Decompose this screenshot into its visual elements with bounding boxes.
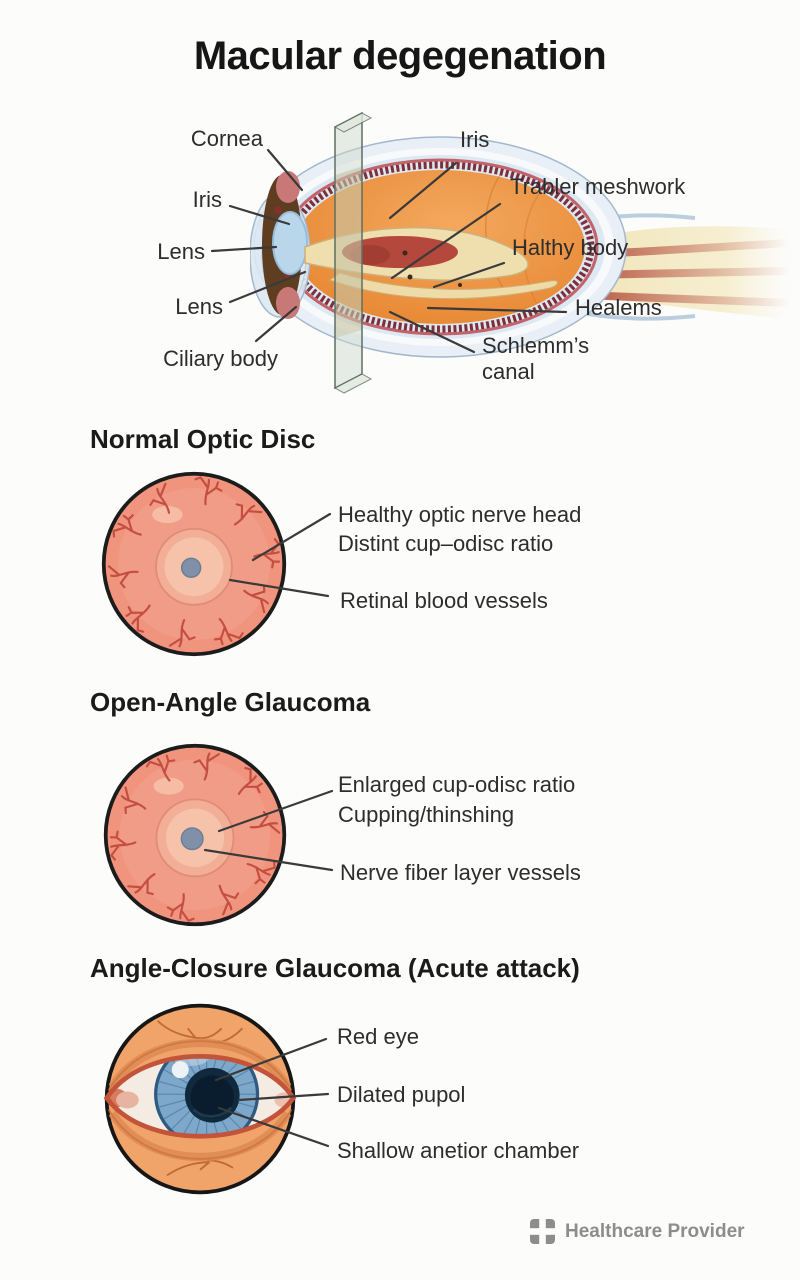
label-iris-right: Iris — [460, 127, 490, 152]
annotation-cupping-thinning: Cupping/thinshing — [338, 802, 515, 827]
optic-cup — [180, 557, 202, 579]
annotation-nerve-fiber: Nerve fiber layer vessels — [340, 860, 581, 885]
acute-red-eye-illustration — [103, 1003, 297, 1195]
glass-plane — [333, 111, 373, 394]
section-heading-angle-closure: Angle-Closure Glaucoma (Acute attack) — [90, 953, 580, 983]
lens-shape — [272, 211, 308, 275]
page-title: Macular degegenation — [193, 34, 607, 78]
annotation-red-eye: Red eye — [337, 1024, 419, 1049]
label-healems: Healems — [575, 295, 662, 320]
section-heading-normal-optic-disc: Normal Optic Disc — [90, 424, 316, 454]
glaucoma-fundus-illustration — [103, 743, 287, 927]
optic-cup — [180, 827, 204, 851]
annotation-healthy-nerve-head: Healthy optic nerve head — [338, 502, 582, 527]
annotation-dilated-pupil: Dilated pupol — [337, 1082, 466, 1107]
label-ciliary-body: Ciliary body — [163, 346, 278, 371]
label-trabler-meshwork: Trabler meshwork — [510, 174, 686, 199]
label-lens-2: Lens — [175, 294, 223, 319]
label-schlemms-canal: Schlemm’s canal — [482, 333, 590, 384]
label-cornea: Cornea — [190, 126, 263, 151]
section-heading-open-angle: Open-Angle Glaucoma — [90, 687, 371, 717]
pupil — [184, 1067, 240, 1123]
inner-corner-tissue — [116, 1091, 139, 1109]
annotation-shallow-chamber: Shallow anetior chamber — [337, 1138, 580, 1163]
label-lens-1: Lens — [157, 239, 205, 264]
normal-fundus-illustration — [101, 471, 287, 657]
brand-name: Healthcare Provider — [565, 1221, 745, 1242]
label-halthy-body: Halthy body — [512, 235, 629, 260]
medical-cross-frame-icon — [529, 1218, 556, 1245]
light-reflection — [171, 1061, 189, 1079]
annotation-retinal-vessels: Retinal blood vessels — [340, 588, 548, 613]
annotation-enlarged-cup: Enlarged cup-odisc ratio — [338, 772, 576, 797]
optic-nerve — [571, 213, 790, 321]
label-iris-left: Iris — [192, 187, 222, 212]
annotation-distinct-cup-disc: Distint cup–odisc ratio — [338, 531, 554, 556]
